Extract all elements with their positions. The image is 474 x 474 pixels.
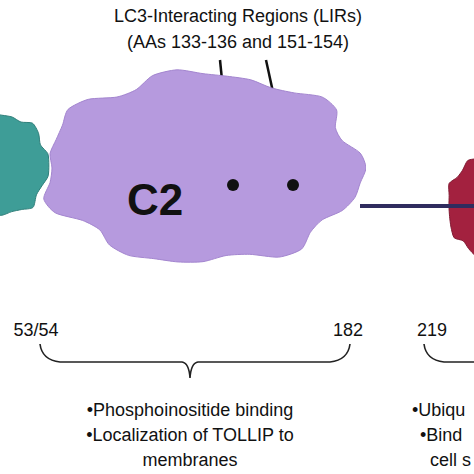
function-bullet: •Ubiqu [412,398,465,422]
callout-subtitle: (AAs 133-136 and 151-154) [127,30,349,54]
linker-line [360,204,474,208]
region-bracket [40,344,350,378]
residue-number: 53/54 [13,318,58,342]
region-bracket [424,344,474,362]
function-bullet: •Bind [420,423,462,447]
domain-outline [44,70,366,262]
residue-number: 219 [417,318,447,342]
lir-dot [287,179,299,191]
domain-name: C2 [127,175,183,226]
c2-domain: C2 [40,68,366,268]
function-bullet: cell s [430,448,471,472]
n-terminal-domain [0,114,49,215]
domain-shape [40,68,366,268]
callout-title: LC3-Interacting Regions (LIRs) [114,4,362,28]
residue-number: 182 [333,318,363,342]
function-bullet: •Phosphoinositide binding [87,398,293,422]
lir-dot [227,179,239,191]
function-bullet: •Localization of TOLLIP to membranes [65,423,315,472]
